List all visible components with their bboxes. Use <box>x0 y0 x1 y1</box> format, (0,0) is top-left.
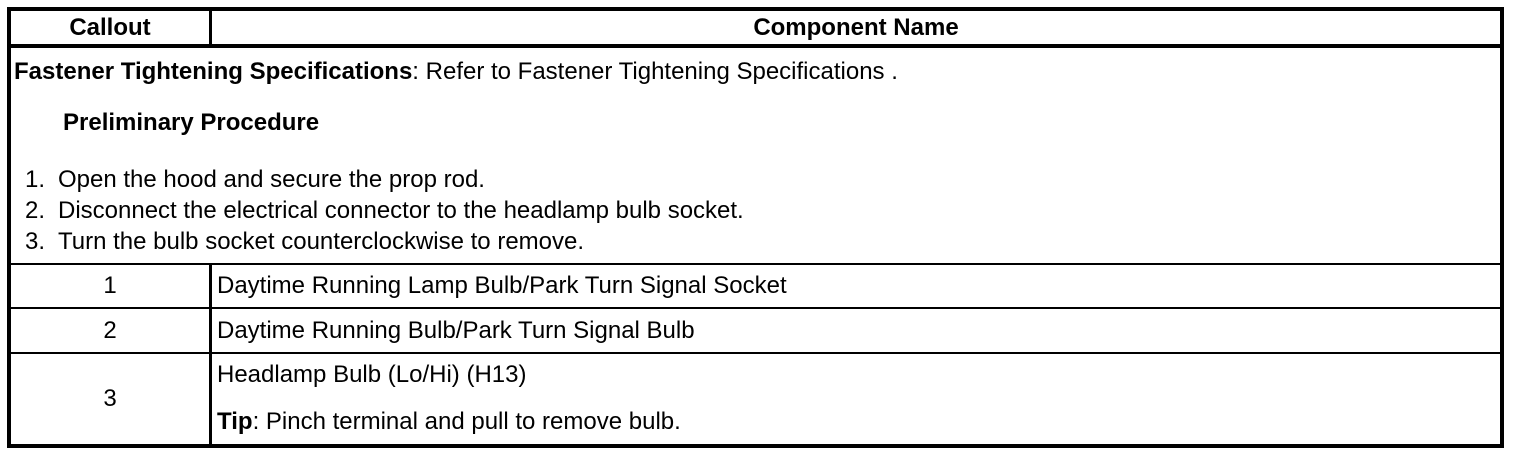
component-name-text: Headlamp Bulb (Lo/Hi) (H13) <box>217 361 527 388</box>
preliminary-procedure-heading: Preliminary Procedure <box>63 109 320 136</box>
tip-text: : Pinch terminal and pull to remove bulb… <box>252 408 681 435</box>
step-number: 2. <box>25 197 46 224</box>
tip-label: Tip <box>217 408 253 435</box>
tip-line: Tip: Pinch terminal and pull to remove b… <box>217 407 1500 437</box>
step-number: 3. <box>25 228 46 255</box>
preliminary-steps-list: 1. Open the hood and secure the prop rod.… <box>11 164 1500 257</box>
table-row-callout-2: 2 Daytime Running Bulb/Park Turn Signal … <box>11 307 1500 352</box>
step-item-1: 1. Open the hood and secure the prop rod. <box>11 164 1500 195</box>
fastener-spec-line: Fastener Tightening Specifications: Refe… <box>11 57 1500 87</box>
step-text: Open the hood and secure the prop rod. <box>58 166 485 193</box>
callout-number: 2 <box>103 316 117 344</box>
component-name-cell: Daytime Running Lamp Bulb/Park Turn Sign… <box>212 265 1500 307</box>
fastener-spec-label: Fastener Tightening Specifications <box>14 58 413 85</box>
step-text: Disconnect the electrical connector to t… <box>58 197 744 224</box>
component-callout-table: Callout Component Name Fastener Tighteni… <box>7 7 1504 448</box>
callout-number: 3 <box>103 385 117 412</box>
step-number: 1. <box>25 166 46 193</box>
table-header-row: Callout Component Name <box>11 11 1500 48</box>
step-text: Turn the bulb socket counterclockwise to… <box>58 228 585 255</box>
table-row-callout-1: 1 Daytime Running Lamp Bulb/Park Turn Si… <box>11 263 1500 307</box>
component-name-cell: Headlamp Bulb (Lo/Hi) (H13) Tip: Pinch t… <box>212 354 1500 444</box>
step-item-3: 3. Turn the bulb socket counterclockwise … <box>11 226 1500 257</box>
fastener-spec-text: : Refer to Fastener Tightening Specifica… <box>412 58 898 85</box>
callout-number: 1 <box>103 272 117 299</box>
component-name-cell: Daytime Running Bulb/Park Turn Signal Bu… <box>212 309 1500 352</box>
component-name-text: Daytime Running Bulb/Park Turn Signal Bu… <box>217 316 695 344</box>
callout-number-cell: 1 <box>11 265 212 307</box>
callout-number-cell: 3 <box>11 354 212 444</box>
step-item-2: 2. Disconnect the electrical connector to… <box>11 195 1500 226</box>
header-cell-callout: Callout <box>11 11 212 44</box>
intro-cell: Fastener Tightening Specifications: Refe… <box>11 48 1500 263</box>
table-row-callout-3: 3 Headlamp Bulb (Lo/Hi) (H13) Tip: Pinch… <box>11 352 1500 444</box>
callout-number-cell: 2 <box>11 309 212 352</box>
header-cell-component-name: Component Name <box>753 13 959 41</box>
component-name-text: Daytime Running Lamp Bulb/Park Turn Sign… <box>217 272 787 299</box>
